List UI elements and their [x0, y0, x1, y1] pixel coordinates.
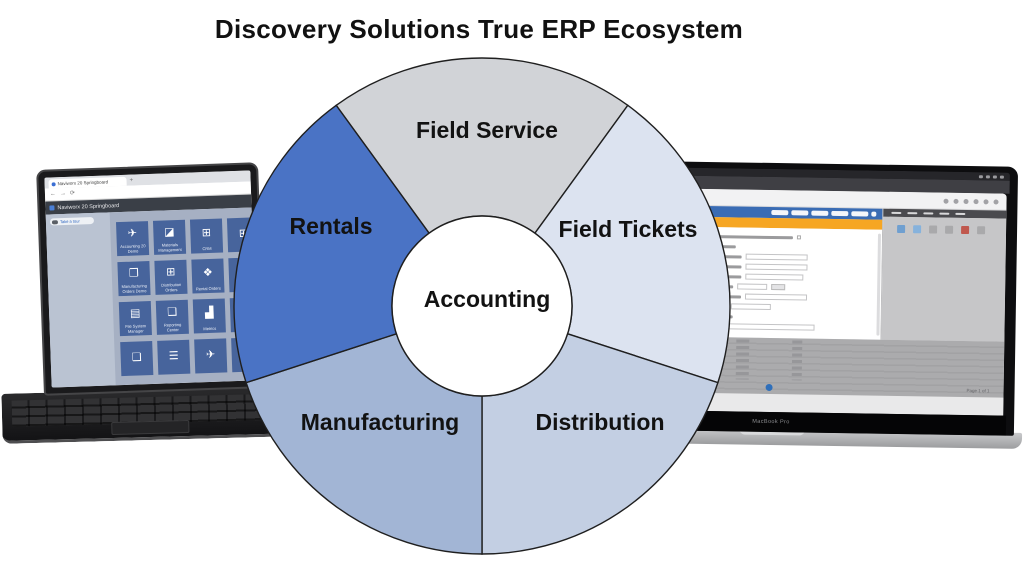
wheel-center-hub [391, 215, 573, 397]
wheel-label-distribution: Distribution [535, 409, 664, 435]
wheel-label-field-tickets: Field Tickets [559, 216, 698, 242]
page-title: Discovery Solutions True ERP Ecosystem [214, 14, 744, 44]
wheel-label-rentals: Rentals [289, 213, 372, 239]
wheel-label-accounting: Accounting [424, 286, 551, 312]
wheel-label-field-service: Field Service [416, 117, 558, 143]
wheel-label-manufacturing: Manufacturing [301, 409, 459, 435]
